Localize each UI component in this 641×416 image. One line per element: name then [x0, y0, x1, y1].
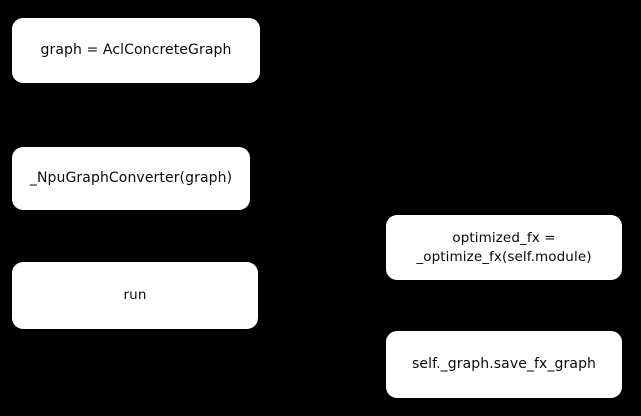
node-label: optimized_fx = _optimize_fx(self.module)	[416, 230, 592, 265]
node-label: self._graph.save_fx_graph	[411, 355, 597, 372]
node-acl-concrete-graph[interactable]: graph = AclConcreteGraph	[12, 18, 260, 83]
node-label: run	[123, 286, 147, 303]
node-label: _NpuGraphConverter(graph)	[29, 169, 233, 186]
node-npu-graph-converter[interactable]: _NpuGraphConverter(graph)	[12, 147, 250, 210]
node-optimized-fx[interactable]: optimized_fx = _optimize_fx(self.module)	[386, 215, 622, 280]
node-save-fx-graph[interactable]: self._graph.save_fx_graph	[386, 331, 622, 398]
node-label: graph = AclConcreteGraph	[40, 41, 232, 58]
node-run[interactable]: run	[12, 262, 258, 329]
